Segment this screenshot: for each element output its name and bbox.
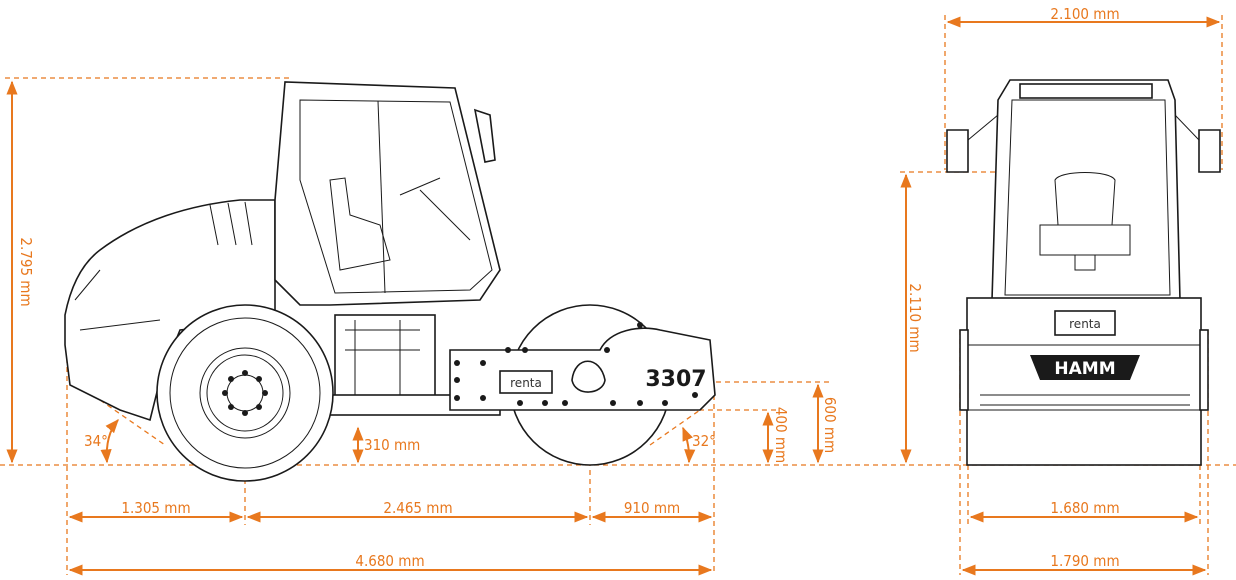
model-number: 3307 bbox=[645, 367, 706, 392]
dimension-labels: 2.795 mm 1.305 mm 2.465 mm 910 mm 4.680 … bbox=[17, 5, 1120, 570]
scraper-height-label: 400 mm bbox=[772, 407, 790, 463]
renta-plate bbox=[499, 370, 553, 394]
front-angle-label: 34° bbox=[84, 432, 108, 450]
rear-overhang-label: 910 mm bbox=[624, 499, 680, 517]
renta-plate-front bbox=[1054, 310, 1116, 336]
renta-logo: renta bbox=[510, 376, 542, 390]
overall-width-label: 1.790 mm bbox=[1050, 552, 1119, 570]
ground-clearance-label: 310 mm bbox=[364, 436, 420, 454]
rear-wheel bbox=[156, 304, 334, 482]
roller-side-view: renta 3307 bbox=[64, 81, 716, 482]
front-overhang-label: 1.305 mm bbox=[121, 499, 190, 517]
mirror-width-label: 2.100 mm bbox=[1050, 5, 1119, 23]
rops-height-label: 2.110 mm bbox=[906, 283, 924, 352]
hamm-logo: HAMM bbox=[1054, 359, 1115, 379]
overall-height-label: 2.795 mm bbox=[17, 237, 35, 306]
renta-logo-front: renta bbox=[1069, 317, 1101, 331]
rear-angle-label: 32° bbox=[692, 432, 716, 450]
overall-length-label: 4.680 mm bbox=[355, 552, 424, 570]
dimension-arrows bbox=[6, 16, 1221, 576]
wheelbase-label: 2.465 mm bbox=[383, 499, 452, 517]
drum-width-label: 1.680 mm bbox=[1050, 499, 1119, 517]
roller-front-view: renta HAMM bbox=[946, 79, 1221, 466]
frame-height-label: 600 mm bbox=[821, 397, 839, 453]
